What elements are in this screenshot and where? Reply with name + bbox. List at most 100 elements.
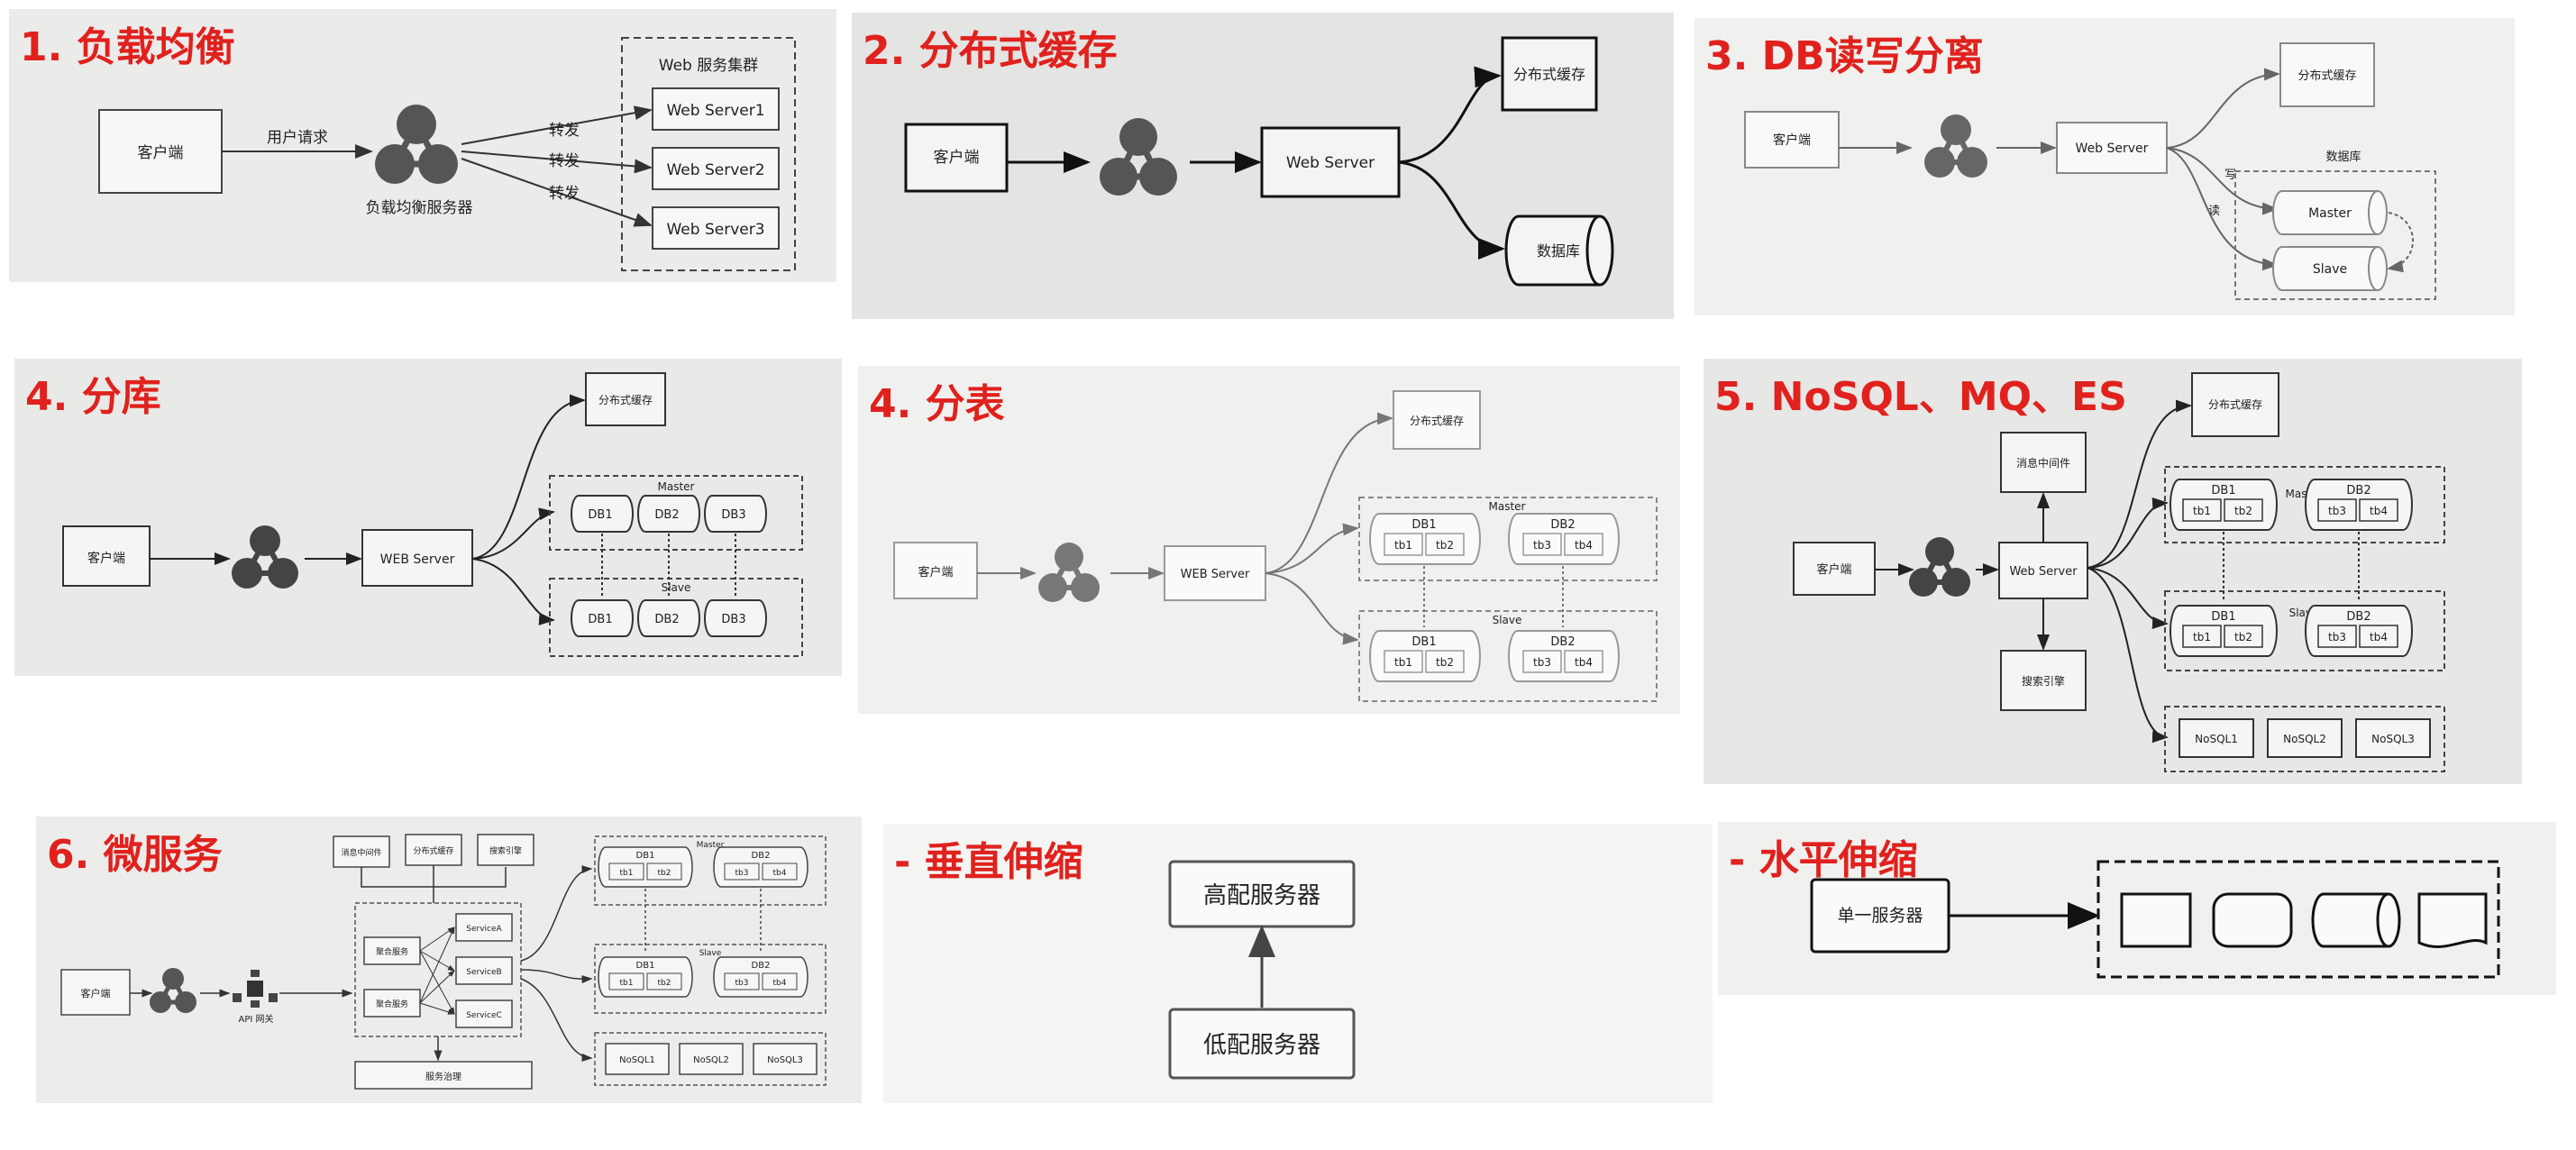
database-cylinder xyxy=(1504,214,1614,287)
forward-arrow-3 xyxy=(461,158,653,227)
nosql-1-label: NoSQL1 xyxy=(2195,733,2238,745)
master-tb1-label: tb1 xyxy=(620,869,634,878)
panel-title: 4. 分表 xyxy=(869,381,1005,427)
service-a-label: ServiceA xyxy=(466,925,502,934)
panel-load-balancing: 客户端 用户请求 负载均衡服务器 转发 转发 转发 Web 服务集群 Web S… xyxy=(9,9,836,282)
load-balancer-icon xyxy=(232,525,298,589)
master-db1-label: DB1 xyxy=(1411,518,1436,532)
panel-title: 3. DB读写分离 xyxy=(1705,33,1984,79)
nosql-3-box xyxy=(2355,718,2431,758)
slave-group xyxy=(549,578,803,657)
api-gateway-icon xyxy=(233,970,278,1008)
service-a-box xyxy=(455,913,513,942)
top-mq-label: 消息中间件 xyxy=(341,847,381,858)
master-label: Master xyxy=(2308,206,2352,221)
arrows-to-top xyxy=(361,865,507,903)
master-db2-label: DB2 xyxy=(2346,484,2370,497)
slave-table-boxes xyxy=(608,972,798,990)
request-label: 用户请求 xyxy=(267,129,328,147)
replication-lines xyxy=(644,889,762,954)
horizontal-scaling-diagram: 单一服务器 xyxy=(1810,860,2500,979)
nosql-1-box xyxy=(605,1043,670,1075)
master-group xyxy=(1358,497,1658,581)
database-group xyxy=(2234,170,2436,300)
web-server-label: Web Server xyxy=(1286,154,1375,172)
nosql-group xyxy=(594,1032,827,1086)
top-mq-box xyxy=(333,835,390,868)
panel-title: 6. 微服务 xyxy=(47,832,223,878)
client-label: 客户端 xyxy=(1773,132,1811,148)
arrow-web-cache xyxy=(471,394,586,560)
agg-service-1-box xyxy=(363,936,421,965)
master-tb2-label: tb2 xyxy=(1436,539,1454,552)
master-group xyxy=(2164,466,2445,543)
client-label: 客户端 xyxy=(87,551,125,566)
slave-tb1-label: tb1 xyxy=(620,979,634,988)
panel-title: 2. 分布式缓存 xyxy=(863,28,1118,74)
master-group xyxy=(594,835,827,906)
master-tb4-label: tb4 xyxy=(2370,505,2388,517)
mq-box xyxy=(2000,432,2087,493)
slave-tb3-label: tb3 xyxy=(735,979,749,988)
slave-tb1-label: tb1 xyxy=(2193,631,2211,643)
client-box xyxy=(904,123,1009,193)
nosql-1-box xyxy=(2179,718,2254,758)
master-tb3-label: tb3 xyxy=(735,869,749,878)
panel-table-sharding: 客户端 WEB Server 分布式缓存 Master Slave DB1 DB… xyxy=(858,366,1680,714)
slave-label: Slave xyxy=(1493,614,1522,626)
governance-label: 服务治理 xyxy=(425,1071,461,1082)
nosql-2-box xyxy=(2267,718,2343,758)
arrow-web-master xyxy=(2087,497,2169,569)
agg-service-2-box xyxy=(363,989,421,1018)
web-server-3-label: Web Server3 xyxy=(666,221,764,239)
top-search-box xyxy=(477,834,534,866)
governance-box xyxy=(354,1061,533,1090)
load-balancer-icon xyxy=(1038,543,1100,602)
load-balancing-diagram: 客户端 用户请求 负载均衡服务器 转发 转发 转发 Web 服务集群 Web S… xyxy=(98,37,796,271)
cache-label: 分布式缓存 xyxy=(1410,415,1464,427)
web-server-box xyxy=(361,529,473,587)
master-db1-label: DB1 xyxy=(636,851,655,861)
arrow-web-master xyxy=(2166,147,2279,215)
nosql-2-label: NoSQL2 xyxy=(2283,733,2326,745)
node-cylinder-shape xyxy=(2311,892,2401,948)
cache-label: 分布式缓存 xyxy=(1513,66,1585,83)
node-document-shape xyxy=(2417,892,2488,948)
slave-group xyxy=(594,944,827,1014)
master-cylinder xyxy=(2272,190,2388,235)
cache-box xyxy=(1501,36,1598,112)
forward-label-1: 转发 xyxy=(549,122,580,140)
agg-service-1-label: 聚合服务 xyxy=(376,946,408,957)
slave-tb4-label: tb4 xyxy=(773,979,787,988)
master-tb4-label: tb4 xyxy=(1575,539,1593,552)
nosql-3-label: NoSQL3 xyxy=(2371,733,2415,745)
master-db2-label: DB2 xyxy=(654,508,679,522)
cache-box xyxy=(2279,42,2375,107)
cache-box xyxy=(1393,390,1481,450)
nosql-3-label: NoSQL3 xyxy=(767,1055,803,1065)
load-balancer-icon xyxy=(1909,537,1970,597)
slave-label: Slave xyxy=(699,949,722,958)
replication-lines xyxy=(2223,532,2360,602)
load-balancer-icon xyxy=(1924,114,1987,178)
slave-group xyxy=(2164,590,2445,671)
web-server-label: WEB Server xyxy=(1181,568,1250,581)
client-label: 客户端 xyxy=(918,565,953,580)
slave-db-cylinders xyxy=(571,599,767,637)
web-server-1-box xyxy=(652,87,780,131)
panel-title: 5. NoSQL、MQ、ES xyxy=(1714,374,2127,420)
slave-db2-label: DB2 xyxy=(2346,610,2370,624)
master-tb1-label: tb1 xyxy=(1394,539,1412,552)
service-b-box xyxy=(455,956,513,985)
web-server-box xyxy=(2056,122,2168,174)
slave-db2-label: DB2 xyxy=(752,961,771,971)
panel-distributed-cache: 客户端 Web Server 分布式缓存 数据库 2. 分布式缓存 xyxy=(852,13,1674,319)
master-db3-label: DB3 xyxy=(721,508,745,522)
panel-read-write-split: 客户端 Web Server 写 读 分布式缓存 数据库 Master xyxy=(1694,18,2515,315)
forward-arrow-2 xyxy=(461,151,653,174)
master-db1-label: DB1 xyxy=(2211,484,2235,497)
web-server-2-box xyxy=(652,147,780,190)
panel-vertical-scaling: 高配服务器 低配服务器 - 垂直伸缩 xyxy=(883,824,1713,1103)
node-square-shape xyxy=(2120,892,2192,948)
search-label: 搜索引擎 xyxy=(2022,674,2065,688)
